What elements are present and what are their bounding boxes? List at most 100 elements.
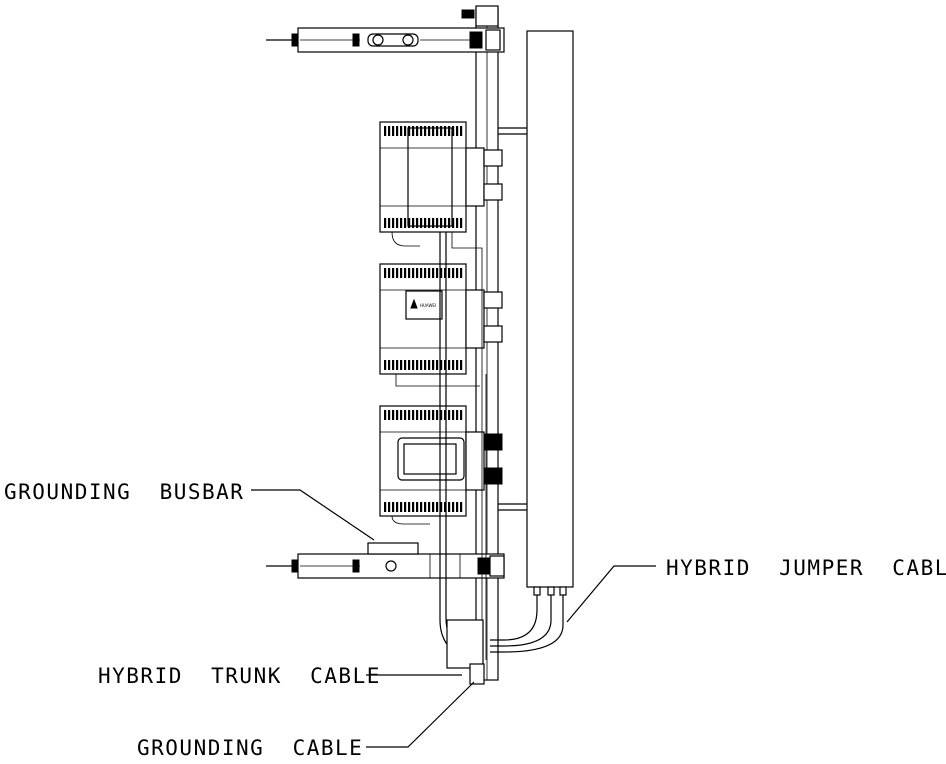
fin xyxy=(428,502,431,512)
fin xyxy=(424,502,427,512)
fin xyxy=(412,126,415,136)
fin xyxy=(444,360,447,370)
fin xyxy=(392,360,395,370)
fin xyxy=(404,218,407,228)
fin xyxy=(424,410,427,420)
fin xyxy=(448,268,451,278)
fin xyxy=(428,126,431,136)
fin xyxy=(456,410,459,420)
fin xyxy=(432,218,435,228)
fin xyxy=(428,268,431,278)
fin xyxy=(388,268,391,278)
fin xyxy=(452,218,455,228)
fin xyxy=(396,410,399,420)
fin xyxy=(424,268,427,278)
fin xyxy=(404,360,407,370)
fin xyxy=(400,502,403,512)
label-grounding-cable: GROUNDING CABLE xyxy=(137,736,363,760)
fin xyxy=(456,126,459,136)
fin xyxy=(452,410,455,420)
fin xyxy=(400,218,403,228)
fin xyxy=(452,268,455,278)
fin xyxy=(424,126,427,136)
fin xyxy=(428,410,431,420)
brand-logo-icon xyxy=(410,298,418,309)
fin xyxy=(404,268,407,278)
hybrid-jumper-cables xyxy=(490,595,564,653)
grounding-box xyxy=(446,619,485,685)
fin xyxy=(396,502,399,512)
label-hybrid-jumper-cable: HYBRID JUMPER CABLE xyxy=(666,556,946,580)
fin xyxy=(416,502,419,512)
fin xyxy=(432,360,435,370)
fin xyxy=(448,502,451,512)
fin xyxy=(424,360,427,370)
fin xyxy=(396,126,399,136)
fin xyxy=(388,218,391,228)
fin xyxy=(392,218,395,228)
fin xyxy=(400,268,403,278)
fin xyxy=(456,502,459,512)
fin xyxy=(456,268,459,278)
fin xyxy=(448,410,451,420)
fin xyxy=(420,410,423,420)
bottom-clamp-bracket xyxy=(266,553,505,579)
fin xyxy=(436,410,439,420)
fin xyxy=(400,126,403,136)
fin xyxy=(424,218,427,228)
fin xyxy=(396,268,399,278)
heat-sink-fins xyxy=(384,126,463,512)
fin xyxy=(384,502,387,512)
fin xyxy=(448,360,451,370)
fin xyxy=(384,410,387,420)
fin xyxy=(408,126,411,136)
fin xyxy=(420,502,423,512)
fin xyxy=(440,218,443,228)
fin xyxy=(412,268,415,278)
fin xyxy=(384,268,387,278)
fin xyxy=(388,360,391,370)
fin xyxy=(444,268,447,278)
fin xyxy=(384,360,387,370)
fin xyxy=(420,268,423,278)
fin xyxy=(416,410,419,420)
fin xyxy=(416,126,419,136)
fin xyxy=(444,126,447,136)
fin xyxy=(412,360,415,370)
fin xyxy=(460,360,463,370)
fin xyxy=(408,268,411,278)
fin xyxy=(440,268,443,278)
fin xyxy=(388,410,391,420)
fin xyxy=(408,218,411,228)
fin xyxy=(440,126,443,136)
fin xyxy=(460,268,463,278)
fin xyxy=(432,268,435,278)
fin xyxy=(392,268,395,278)
fin xyxy=(384,126,387,136)
fin xyxy=(460,218,463,228)
fin xyxy=(444,218,447,228)
fin xyxy=(396,360,399,370)
fin xyxy=(404,126,407,136)
fin xyxy=(432,410,435,420)
fin xyxy=(412,410,415,420)
fin xyxy=(448,218,451,228)
fin xyxy=(456,360,459,370)
fin xyxy=(440,360,443,370)
antenna-panel xyxy=(498,30,574,596)
fin xyxy=(452,360,455,370)
top-clamp-bracket xyxy=(266,5,505,53)
fin xyxy=(460,126,463,136)
fin xyxy=(388,126,391,136)
fin xyxy=(432,126,435,136)
rru-unit-2: HUAWEI xyxy=(379,263,503,387)
fin xyxy=(432,502,435,512)
fin xyxy=(448,126,451,136)
fin xyxy=(444,410,447,420)
fin xyxy=(436,502,439,512)
fin xyxy=(416,268,419,278)
fin xyxy=(452,126,455,136)
fin xyxy=(436,268,439,278)
fin xyxy=(412,502,415,512)
